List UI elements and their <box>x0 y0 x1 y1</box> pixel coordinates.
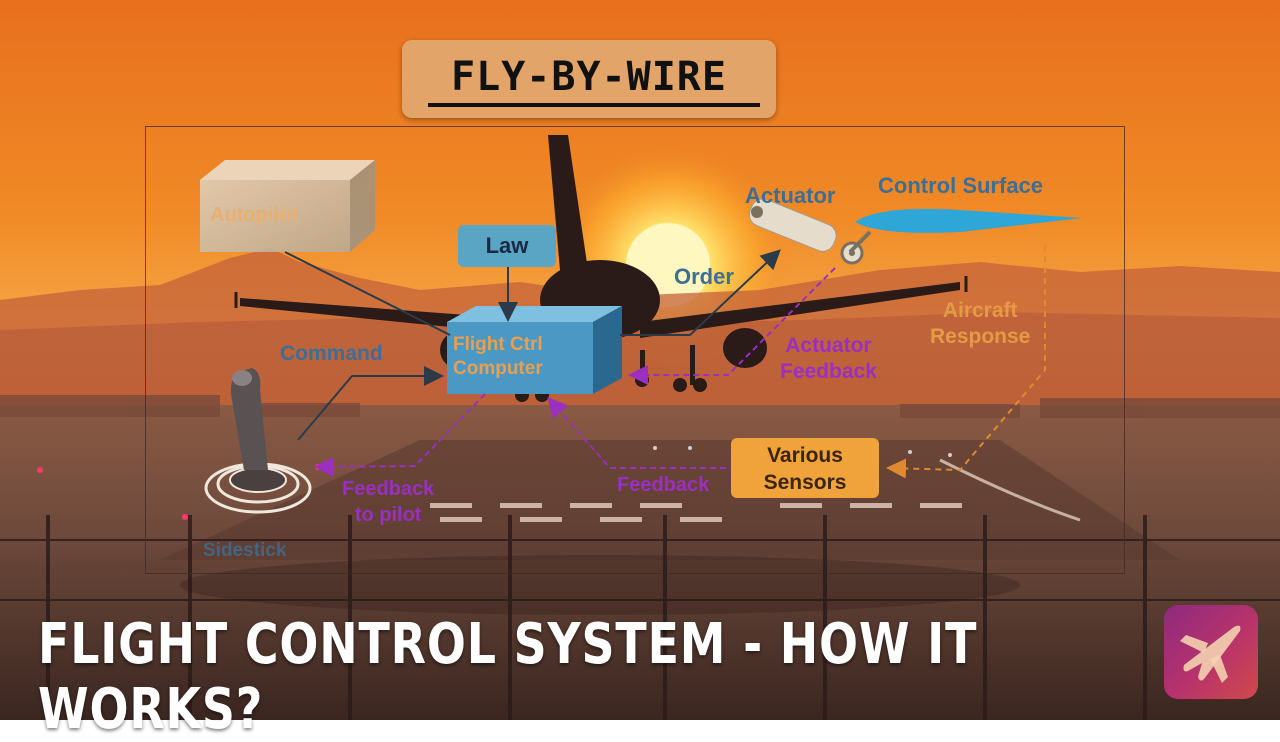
fcc-line1: Flight Ctrl <box>453 334 543 355</box>
airplane-icon <box>1180 625 1241 683</box>
command-arrow <box>297 366 444 441</box>
diagram-frame <box>145 126 1125 574</box>
fcc-line2: Computer <box>453 358 543 379</box>
video-title: FLIGHT CONTROL SYSTEM - HOW IT WORKS? <box>38 612 978 742</box>
feedback-to-pilot-line <box>314 393 486 477</box>
background-scene <box>0 0 1280 720</box>
actuator-feedback-line <box>628 267 836 385</box>
fcc-label: Flight Ctrl Computer <box>453 333 543 381</box>
aircraft-response-line <box>886 245 1046 479</box>
sensors-line1: Various <box>767 444 843 467</box>
sidestick-shape <box>204 368 312 514</box>
banner-title: FLY-BY-WIRE <box>451 54 727 100</box>
aircraft-response-label: Aircraft Response <box>930 298 1030 350</box>
order-arrow <box>620 249 781 336</box>
control-surface-label: Control Surface <box>878 173 1044 198</box>
autopilot-box <box>200 160 375 252</box>
autopilot-label: Autopilot <box>210 204 298 226</box>
sensors-box: Various Sensors <box>731 438 879 498</box>
fence <box>0 515 1280 720</box>
feedback-to-pilot-label: Feedback to pilot <box>342 476 434 528</box>
aircraft-response-line2: Response <box>930 325 1031 348</box>
feedback-pilot-line2: to pilot <box>354 504 422 526</box>
law-box: Law <box>458 225 556 267</box>
actuator-shape <box>748 198 864 265</box>
sidestick-label: Sidestick <box>203 540 287 561</box>
actuator-label: Actuator <box>745 183 836 208</box>
aircraft-response-line1: Aircraft <box>942 299 1018 322</box>
banner-underline <box>428 103 760 107</box>
channel-logo <box>1164 605 1258 699</box>
actuator-feedback-line1: Actuator <box>785 334 872 357</box>
sensors-line2: Sensors <box>763 471 847 494</box>
sensors-feedback-line <box>547 397 726 469</box>
order-label: Order <box>674 264 734 289</box>
feedback-pilot-line1: Feedback <box>342 478 435 500</box>
control-surface-shape <box>855 208 1082 233</box>
actuator-feedback-line2: Feedback <box>780 360 877 383</box>
fcc-box <box>447 306 622 394</box>
autopilot-link <box>284 251 451 336</box>
command-label: Command <box>280 342 383 365</box>
feedback-label: Feedback <box>617 474 710 496</box>
actuator-feedback-label: Actuator Feedback <box>780 333 877 385</box>
